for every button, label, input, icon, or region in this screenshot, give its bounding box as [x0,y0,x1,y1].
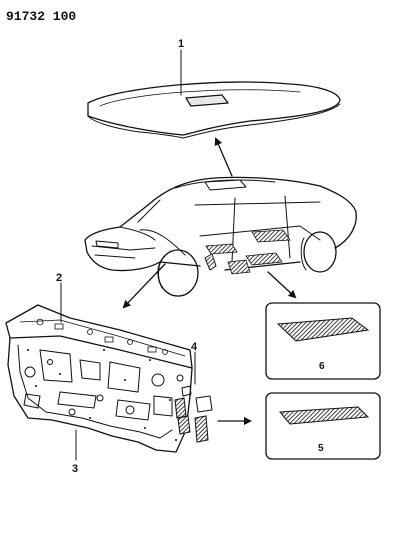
callout-2: 2 [56,272,62,284]
part-6-box [265,302,381,380]
arrow-to-dash-panel [122,263,166,309]
callout-6: 6 [319,361,325,372]
callout-3: 3 [72,463,78,475]
dash-panel-silencer [5,304,193,453]
callout-5: 5 [318,443,324,454]
arrow-to-pad-6 [267,271,297,299]
small-silencer-pads [174,385,213,443]
headliner-part [87,81,341,139]
callout-4: 4 [191,341,198,353]
part-code: 91732 100 [6,9,76,24]
car-body [84,176,357,297]
car-floor-pads [205,229,291,275]
part-5-box [265,392,381,460]
callout-1: 1 [178,38,184,50]
arrow-to-headliner [214,137,233,177]
